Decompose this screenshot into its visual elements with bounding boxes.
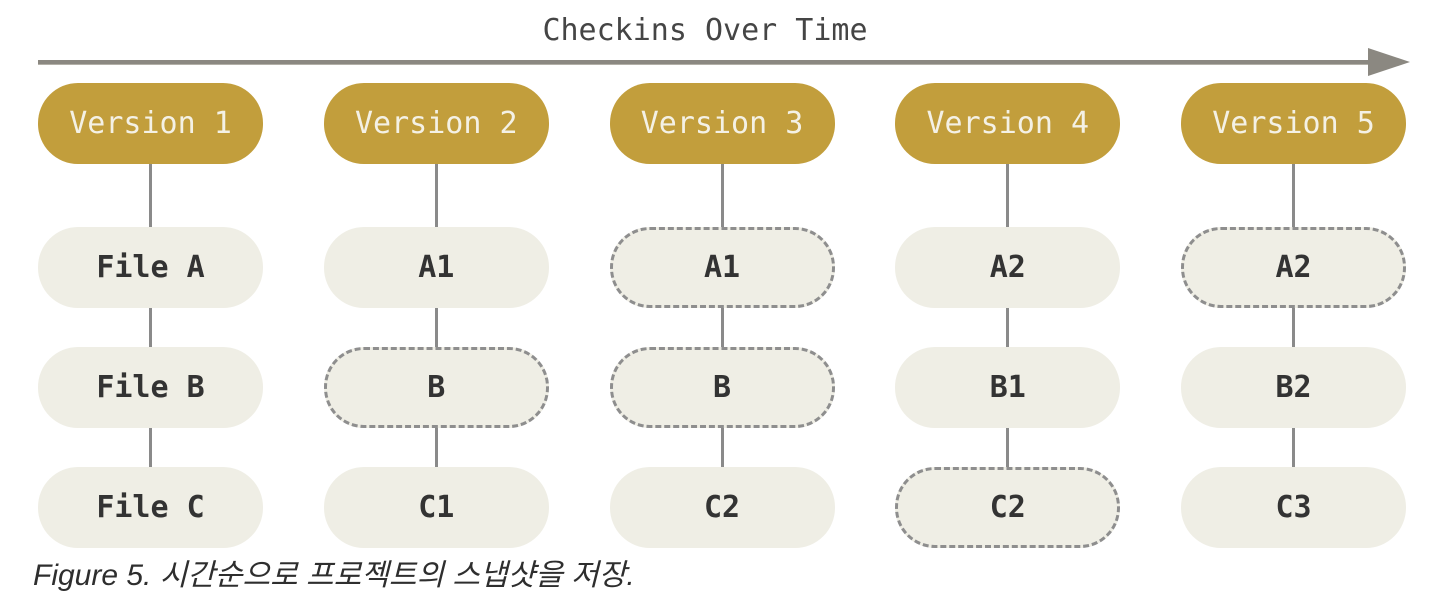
file-label: A2 [1275, 250, 1312, 285]
connector-line [720, 164, 724, 227]
version-label: Version 5 [1212, 106, 1375, 141]
file-box: B1 [895, 347, 1121, 428]
file-box: B [609, 347, 835, 428]
version-box: Version 3 [609, 83, 835, 164]
file-label: B2 [1275, 370, 1312, 405]
version-box: Version 5 [1181, 83, 1406, 164]
version-column-2: Version 2 A1 B C1 [323, 83, 549, 548]
timeline-axis-line [38, 60, 1370, 65]
file-label: C1 [418, 490, 455, 525]
version-label: Version 2 [354, 106, 518, 141]
connector-line [1006, 308, 1010, 347]
arrow-right-icon [1368, 48, 1410, 76]
file-box: File B [38, 347, 263, 428]
connector-line [434, 308, 438, 347]
version-box: Version 1 [38, 83, 263, 164]
file-label: File A [96, 250, 205, 285]
connector-line [434, 164, 438, 227]
connector-line [1292, 428, 1295, 467]
file-box: C2 [609, 467, 835, 548]
file-label: A2 [989, 250, 1026, 285]
version-column-5: Version 5 A2 B2 C3 [1181, 83, 1406, 548]
figure-caption: Figure 5. 시간순으로 프로젝트의 스냅샷을 저장. [33, 559, 635, 592]
connector-line [1006, 164, 1010, 227]
file-label: A1 [703, 250, 741, 285]
file-box: A2 [895, 227, 1121, 308]
version-column-1: Version 1 File A File B File C [38, 83, 263, 548]
file-box: File A [38, 227, 263, 308]
file-label: B [427, 370, 446, 405]
file-box: A1 [323, 227, 549, 308]
connector-line [720, 428, 724, 467]
file-label: File C [96, 490, 205, 525]
file-box: File C [38, 467, 263, 548]
connector-line [1292, 308, 1295, 347]
version-label: Version 1 [69, 106, 232, 141]
file-box: C3 [1181, 467, 1406, 548]
timeline-title: Checkins Over Time [542, 13, 868, 48]
connector-line [1006, 428, 1010, 467]
connector-line [434, 428, 438, 467]
version-label: Version 4 [926, 106, 1090, 141]
file-box: B2 [1181, 347, 1406, 428]
file-label: C2 [703, 490, 741, 525]
file-label: B1 [989, 370, 1026, 405]
connector-line [149, 428, 152, 467]
file-box: A2 [1181, 227, 1406, 308]
connector-line [1292, 164, 1295, 227]
version-column-4: Version 4 A2 B1 C2 [895, 83, 1121, 548]
file-label: C2 [989, 490, 1026, 525]
file-box: B [323, 347, 549, 428]
connector-line [149, 308, 152, 347]
file-label: File B [96, 370, 205, 405]
file-box: A1 [609, 227, 835, 308]
version-box: Version 4 [895, 83, 1121, 164]
file-box: C2 [895, 467, 1121, 548]
file-label: C3 [1275, 490, 1312, 525]
version-column-3: Version 3 A1 B C2 [609, 83, 835, 548]
file-label: A1 [418, 250, 455, 285]
version-columns: Version 1 File A File B File C Version 2… [38, 83, 1406, 548]
version-label: Version 3 [640, 106, 804, 141]
connector-line [149, 164, 152, 227]
file-box: C1 [323, 467, 549, 548]
connector-line [720, 308, 724, 347]
version-box: Version 2 [323, 83, 549, 164]
file-label: B [712, 370, 732, 405]
